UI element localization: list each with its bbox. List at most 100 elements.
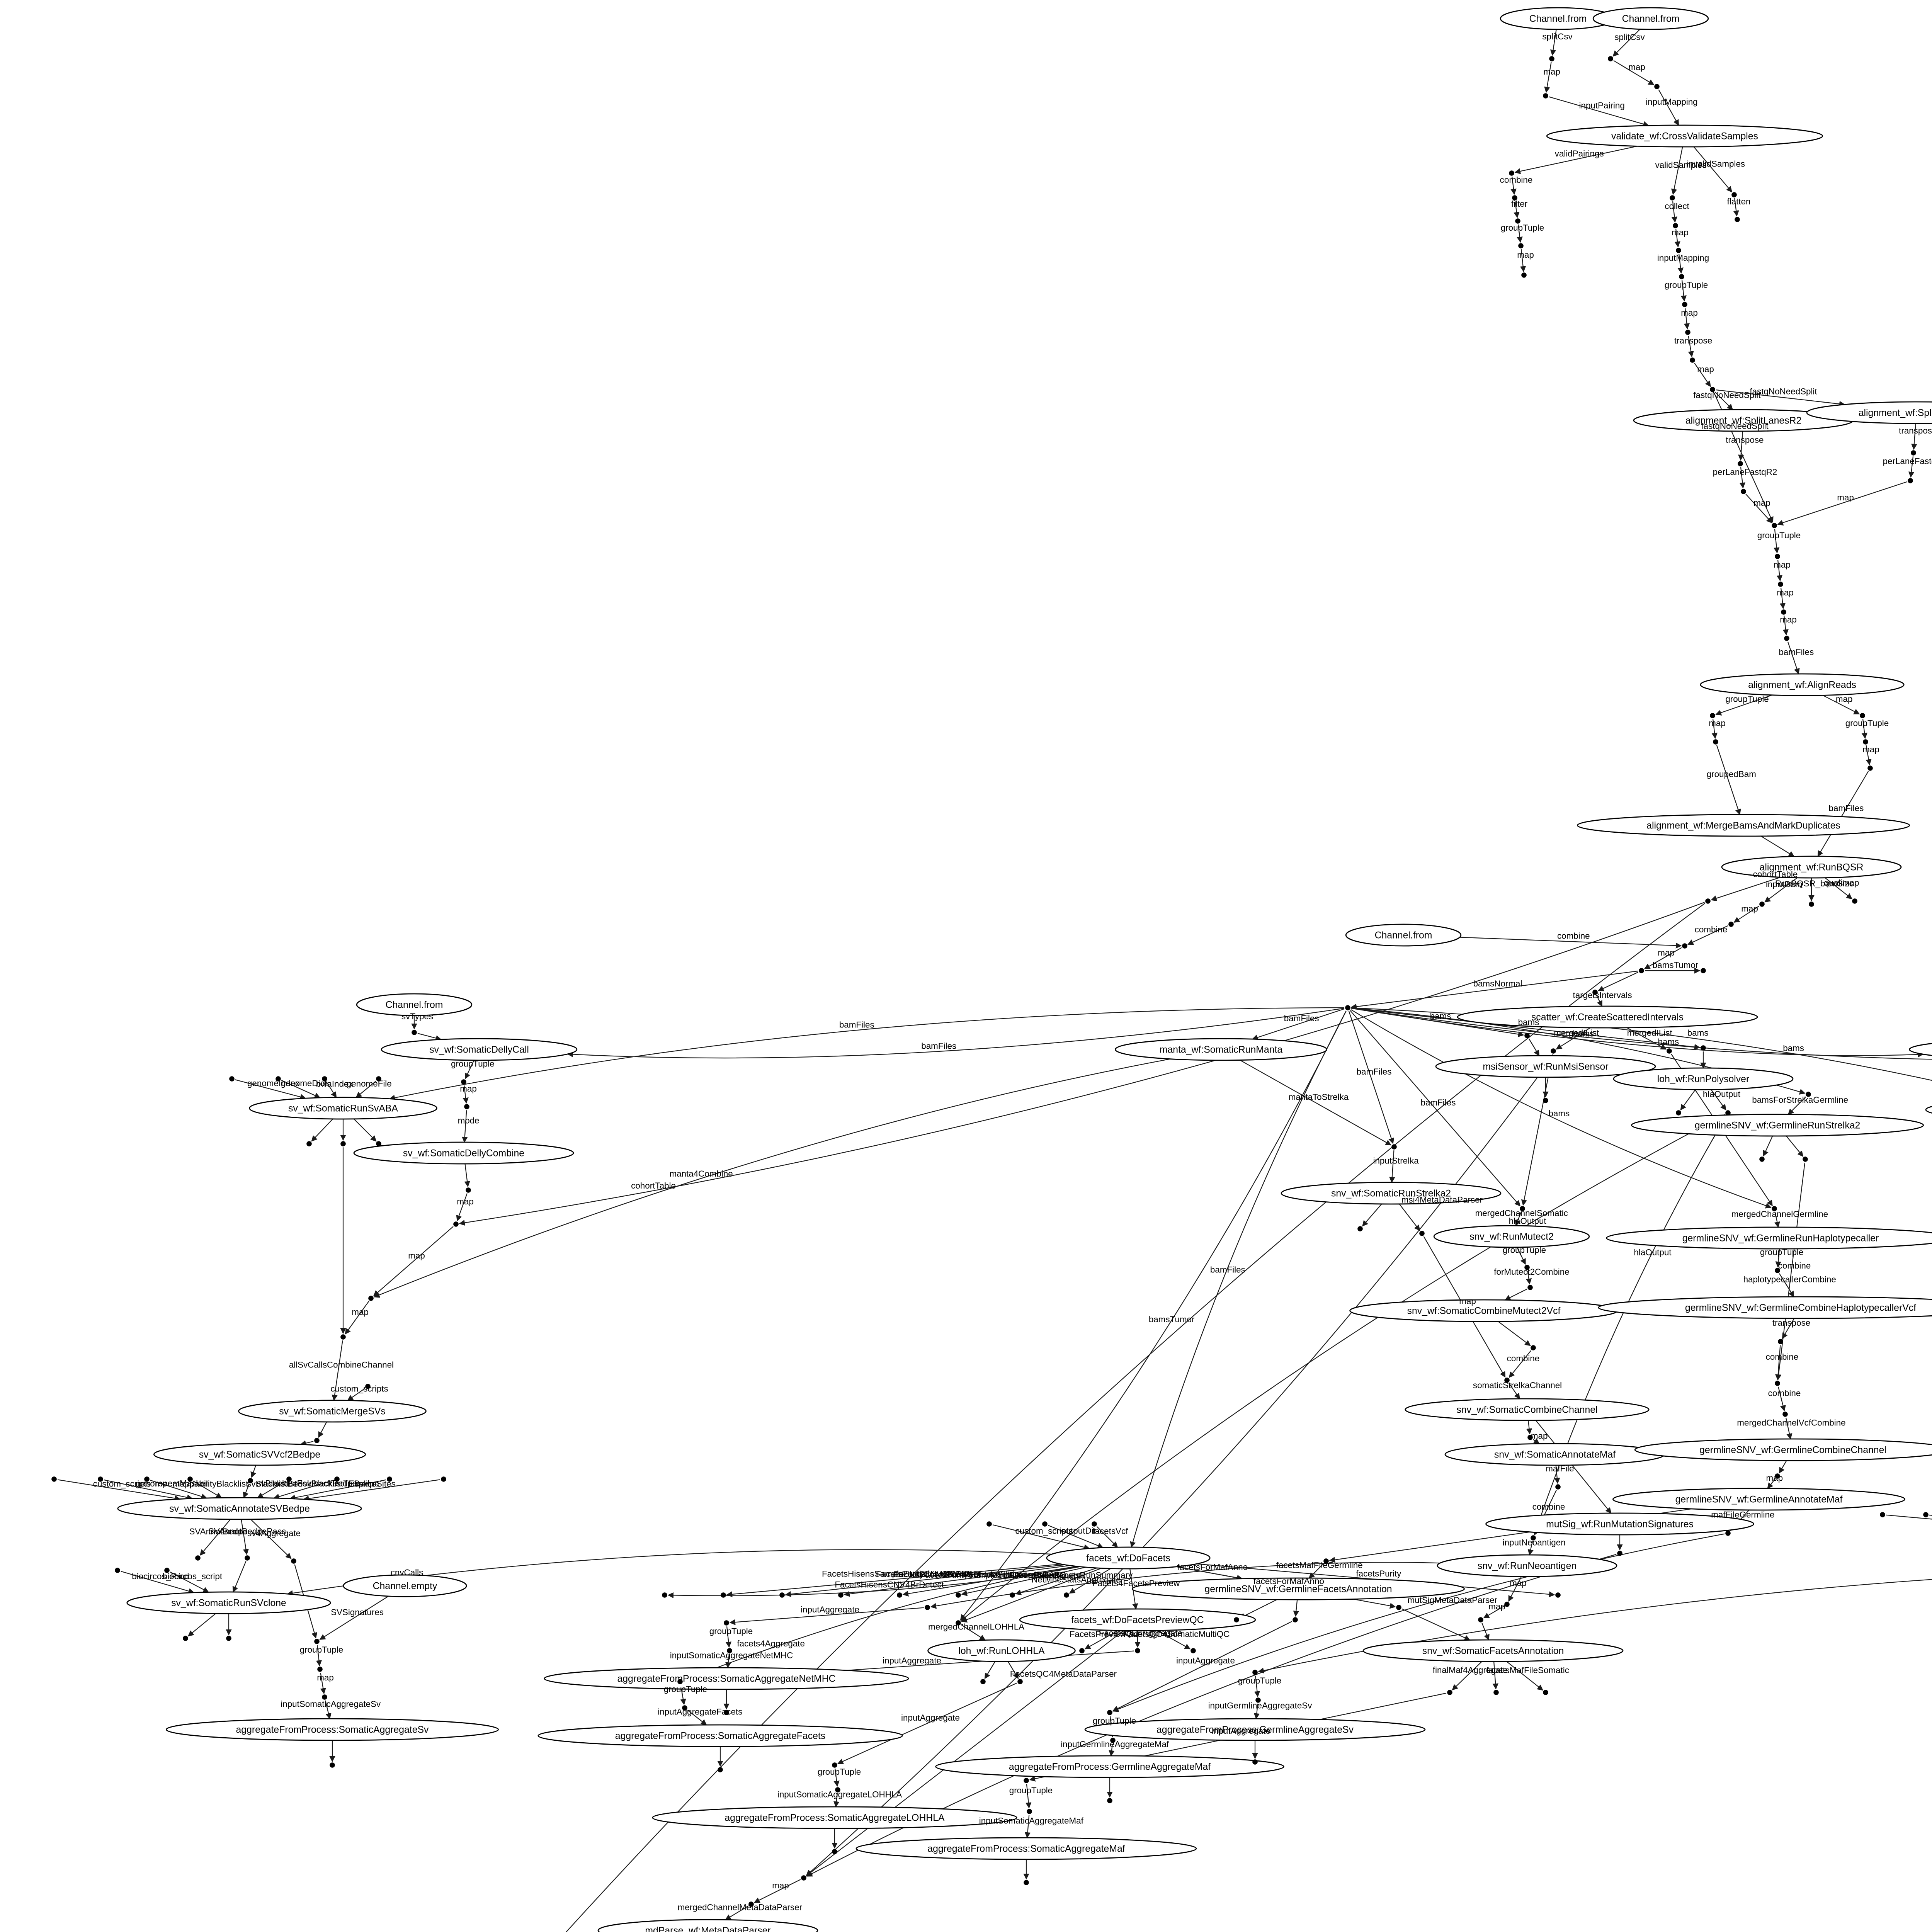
node-label: Channel.from	[1529, 14, 1587, 24]
edge	[459, 902, 1705, 1226]
node-label: aggregateFromProcess:SomaticAggregateNet…	[617, 1673, 835, 1684]
edge-label: fastqNoNeedSplit	[1701, 421, 1769, 431]
channel-operator-dot	[727, 1648, 732, 1653]
node-label: alignment_wf:MergeBamsAndMarkDuplicates	[1646, 820, 1840, 831]
edge	[1674, 229, 1680, 248]
channel-operator-dot	[1042, 1521, 1048, 1527]
process-node: sv_wf:SomaticMergeSVs	[238, 1400, 427, 1423]
node-label: aggregateFromProcess:SomaticAggregateFac…	[615, 1731, 825, 1741]
edge-label: mergedChannelGermline	[1731, 1209, 1828, 1219]
channel-operator-dot	[1396, 1605, 1401, 1610]
node-label: alignment_wf:RunBQSR	[1760, 862, 1864, 872]
edge-label: mappabilityBlacklist	[173, 1479, 248, 1488]
edge-label: biocircos_script	[163, 1571, 223, 1581]
channel-operator-dot	[1911, 450, 1916, 456]
edge	[1626, 1027, 1667, 1050]
edge	[417, 1033, 442, 1041]
edge-label: mode	[458, 1116, 480, 1125]
channel-operator-dot	[314, 1639, 320, 1644]
channel-operator-dot	[1731, 192, 1737, 197]
edge	[463, 1085, 469, 1104]
edge	[833, 1793, 840, 1808]
channel-operator-dot	[1725, 1110, 1731, 1116]
edge	[1351, 1008, 1932, 1060]
edge	[960, 1114, 1725, 1621]
edge	[1671, 146, 1683, 195]
node-label: aggregateFromProcess:SomaticAggregateSv	[236, 1725, 429, 1735]
edge	[1680, 1089, 1696, 1111]
edge-label: inputGermlineAggregateSv	[1208, 1701, 1313, 1710]
channel-operator-dot	[1867, 765, 1873, 771]
channel-operator-dot	[1809, 901, 1814, 907]
channel-operator-dot	[1759, 1156, 1765, 1162]
channel-operator-dot	[340, 1141, 346, 1146]
edge	[1350, 1010, 1520, 1207]
edge	[1350, 1009, 1772, 1209]
channel-operator-dot	[721, 1592, 726, 1598]
edge-label: combine	[1768, 1388, 1801, 1398]
edge-label: groupTuple	[1665, 280, 1708, 290]
channel-operator-dot	[1234, 1617, 1239, 1622]
channel-operator-dot	[1504, 1378, 1510, 1383]
edge	[1694, 362, 1711, 387]
channel-operator-dot	[1676, 1110, 1681, 1116]
edge-label: hlaOutput	[1509, 1216, 1547, 1226]
edge-label: FacetsHisensCNV4BrDetect	[835, 1580, 944, 1589]
edge-label: map	[1709, 718, 1726, 728]
edge-label: fastqNoNeedSplit	[1750, 387, 1817, 396]
edge-label: FacetsPurityCNV4BrDetectFiltered	[893, 1570, 1027, 1579]
channel-operator-dot	[1024, 1778, 1029, 1783]
channel-operator-dot	[1592, 990, 1598, 995]
edge-label: inputStrelka	[1373, 1156, 1419, 1165]
channel-node: Channel.from	[1345, 923, 1462, 947]
channel-operator-dot	[1908, 478, 1913, 483]
edge-label: groupedBam	[1707, 769, 1756, 779]
edge	[1671, 201, 1678, 223]
edge	[235, 1079, 306, 1100]
edge-label: map	[1697, 364, 1714, 374]
edge	[1506, 1661, 1544, 1691]
channel-operator-dot	[1107, 1798, 1112, 1803]
edge-label: map	[1531, 1431, 1548, 1441]
node-label: sv_wf:SomaticSVVcf2Bedpe	[199, 1449, 320, 1460]
edge-label: repeatMasker	[155, 1479, 208, 1488]
edge	[1514, 146, 1638, 174]
edge-label: snpPileupOutput	[995, 1570, 1059, 1580]
edge	[1084, 1630, 1119, 1650]
edge	[1787, 1096, 1806, 1115]
channel-operator-dot	[1079, 1648, 1085, 1653]
process-node: sv_wf:SomaticSVVcf2Bedpe	[153, 1443, 366, 1466]
edge	[1764, 877, 1798, 903]
edge-label: bamFiles	[1829, 803, 1864, 813]
edge-label: groupTuple	[664, 1684, 707, 1694]
edge	[355, 1081, 376, 1098]
channel-operator-dot	[334, 1476, 340, 1482]
edge-label: mergedChannelSomatic	[1475, 1208, 1568, 1218]
channel-operator-dot	[779, 1592, 785, 1598]
edge-label: inputAggregate	[801, 1605, 859, 1614]
edge-label: spliceSites	[354, 1479, 396, 1489]
edge	[1481, 1623, 1490, 1641]
process-node: snv_wf:SomaticCombineChannel	[1405, 1398, 1650, 1421]
edge-label: map	[1777, 588, 1794, 597]
node-label: sv_wf:SomaticDellyCall	[429, 1044, 529, 1055]
edge	[187, 1613, 216, 1637]
channel-operator-dot	[466, 1187, 471, 1193]
channel-operator-dot	[115, 1568, 120, 1573]
edge-label: genome	[136, 1479, 167, 1488]
edge	[289, 1479, 386, 1501]
process-node: aggregateFromProcess:GermlineAggregateSv	[1084, 1718, 1426, 1741]
channel-operator-dot	[248, 1478, 253, 1483]
channel-operator-dot	[1775, 554, 1780, 559]
channel-operator-dot	[1391, 1144, 1397, 1150]
node-label: aggregateFromProcess:GermlineAggregateMa…	[1009, 1762, 1211, 1772]
edge-label: bams	[1430, 1011, 1451, 1021]
node-label: germlineSNV_wf:GermlineRunStrelka2	[1695, 1120, 1861, 1131]
edge-label: biocircos_Rmd	[132, 1571, 189, 1581]
edge	[1007, 1661, 1019, 1679]
channel-operator-dot	[662, 1592, 667, 1598]
channel-operator-dot	[1784, 636, 1789, 641]
edge-label: filter	[1511, 199, 1528, 209]
edge-label: hlaOutput	[1703, 1089, 1741, 1099]
channel-operator-dot	[1863, 739, 1868, 745]
